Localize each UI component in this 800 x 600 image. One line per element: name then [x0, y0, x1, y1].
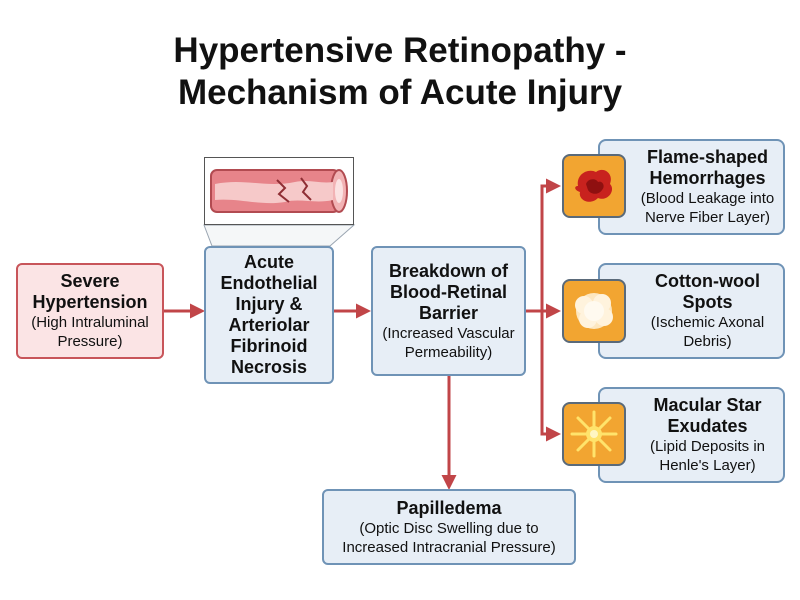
- arrow-to-hemorrhages: [540, 178, 561, 311]
- title-line-1: Hypertensive Retinopathy -: [173, 31, 627, 70]
- arrow-to-macular-star: [540, 311, 561, 442]
- node-barrier-breakdown: Breakdown of Blood-Retinal Barrier (Incr…: [371, 246, 526, 376]
- damaged-arteriole-illustration: [204, 157, 354, 225]
- callout-lines: [203, 224, 356, 247]
- hemorrhage-icon: [562, 154, 626, 218]
- outcome-flame-hemorrhages: Flame-shaped Hemorrhages (Blood Leakage …: [598, 139, 785, 235]
- macular-star-icon: [562, 402, 626, 466]
- arteriole-icon: [210, 169, 348, 213]
- outcome-macular-star: Macular Star Exudates (Lipid Deposits in…: [598, 387, 785, 483]
- outcome-cotton-wool-spots: Cotton-wool Spots (Ischemic Axonal Debri…: [598, 263, 785, 359]
- cotton-wool-icon: [562, 279, 626, 343]
- node-papilledema: Papilledema (Optic Disc Swelling due to …: [322, 489, 576, 565]
- title-line-2: Mechanism of Acute Injury: [177, 73, 623, 112]
- node-severe-hypertension: Severe Hypertension (High Intraluminal P…: [16, 263, 164, 359]
- diagram-title: Hypertensive Retinopathy - Mechanism of …: [80, 30, 720, 114]
- node-endothelial-injury: Acute Endothelial Injury & Arteriolar Fi…: [204, 246, 334, 384]
